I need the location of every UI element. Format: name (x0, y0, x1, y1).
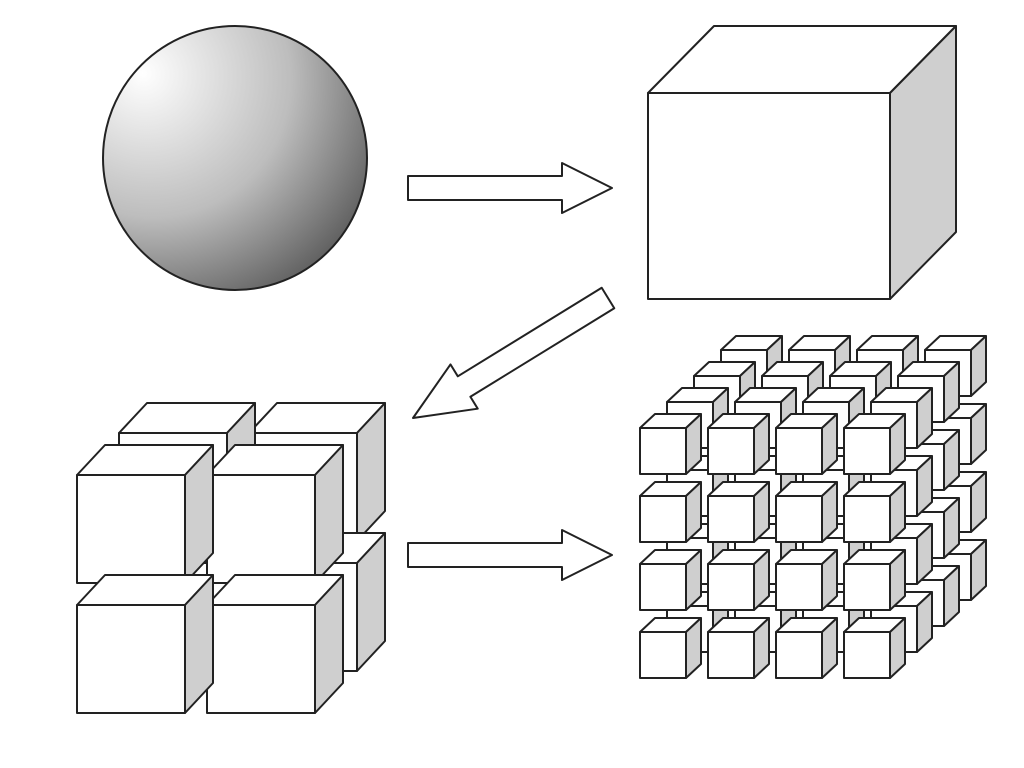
cube-front-face (206, 604, 316, 714)
cube-grid-4-cell (775, 413, 838, 475)
cube-front-face (76, 474, 186, 584)
cube-front-face (639, 631, 687, 679)
sphere-shape (102, 25, 368, 291)
cube-grid-4-cell (639, 413, 702, 475)
cube-grid-2-cell (206, 444, 344, 584)
cube-front-face (707, 427, 755, 475)
cube-grid-2-cell (76, 444, 214, 584)
cube-front-face (639, 427, 687, 475)
cube-grid-4-cell (775, 549, 838, 611)
node-cube-grid-4 (639, 335, 987, 679)
cube-front-face (707, 631, 755, 679)
cube-front-face (775, 495, 823, 543)
node-cube-grid-2 (76, 402, 386, 714)
arrow-cube-to-grid2 (412, 286, 616, 419)
cube-front-face (639, 495, 687, 543)
arrow-grid2-to-grid4 (407, 529, 613, 581)
node-single-cube (647, 25, 957, 300)
cube-grid-4-cell (843, 617, 906, 679)
arrow-shape (407, 529, 613, 581)
single-cube (647, 25, 957, 300)
cube-grid-4-cell (843, 413, 906, 475)
arrow-shape (412, 286, 616, 419)
cube-front-face (206, 474, 316, 584)
cube-front-face (647, 92, 891, 300)
cube-front-face (775, 631, 823, 679)
cube-front-face (843, 631, 891, 679)
cube-grid-4-cell (639, 549, 702, 611)
cube-grid-4-cell (707, 617, 770, 679)
edges (407, 162, 616, 581)
cube-grid-4-cell (707, 481, 770, 543)
cube-front-face (76, 604, 186, 714)
arrow-sphere-to-cube (407, 162, 613, 214)
cube-grid-4-cell (843, 481, 906, 543)
cube-front-face (843, 495, 891, 543)
cube-grid-4-cell (639, 481, 702, 543)
cube-front-face (639, 563, 687, 611)
cube-front-face (707, 495, 755, 543)
cube-front-face (775, 563, 823, 611)
cube-grid-4-cell (639, 617, 702, 679)
cube-grid-4-cell (707, 413, 770, 475)
cube-grid-4-cell (707, 549, 770, 611)
cube-grid-4-cell (843, 549, 906, 611)
cube-grid-2-cell (76, 574, 214, 714)
cube-grid-4-cell (775, 617, 838, 679)
node-sphere (102, 25, 368, 291)
cube-front-face (843, 563, 891, 611)
cube-grid-4-cell (775, 481, 838, 543)
arrow-shape (407, 162, 613, 214)
cube-front-face (707, 563, 755, 611)
cube-grid-2-cell (206, 574, 344, 714)
cube-front-face (843, 427, 891, 475)
cube-front-face (775, 427, 823, 475)
